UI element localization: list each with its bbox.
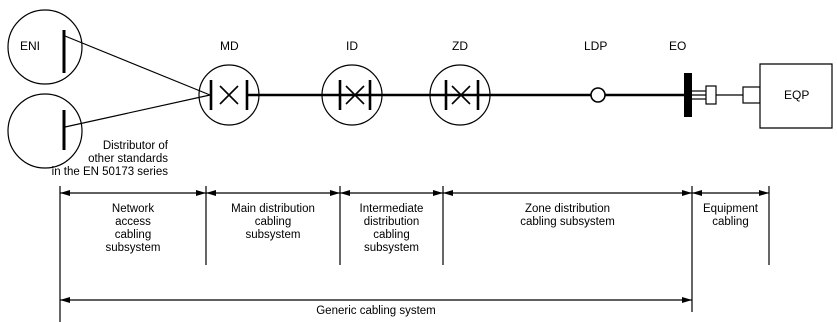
zd-label: ZD <box>452 39 468 53</box>
id-distributor <box>321 64 383 126</box>
eqp-connector <box>742 86 761 104</box>
zone-distribution-subsystem-label: Zone distribution cabling subsystem <box>520 203 615 228</box>
main-distribution-subsystem-label: Main distribution cabling subsystem <box>231 203 315 241</box>
eo-label: EO <box>669 39 687 53</box>
eqp-label: EQP <box>784 88 810 102</box>
eni-circle <box>7 9 83 85</box>
other-distributor-circle <box>7 93 83 169</box>
ldp-label: LDP <box>584 39 608 53</box>
generic-cabling-system-label: Generic cabling system <box>316 305 436 317</box>
md-distributor <box>198 64 260 126</box>
other-to-md-link <box>64 94 211 128</box>
ldp-point <box>590 87 606 103</box>
id-label: ID <box>346 39 358 53</box>
eqp-box <box>759 63 833 129</box>
eqp-plug <box>705 85 717 105</box>
md-label: MD <box>220 39 239 53</box>
eo-outlet <box>684 73 692 117</box>
equipment-cabling-label: Equipment cabling <box>703 203 758 228</box>
network-access-subsystem-label: Network access cabling subsystem <box>105 203 161 254</box>
eni-label: ENI <box>20 39 41 53</box>
eni-to-md-link <box>64 35 211 96</box>
zd-distributor <box>429 64 491 126</box>
other-distributor-label: Distributor of other standards in the EN… <box>51 140 168 178</box>
intermediate-distribution-subsystem-label: Intermediate distribution cabling subsys… <box>359 203 424 254</box>
